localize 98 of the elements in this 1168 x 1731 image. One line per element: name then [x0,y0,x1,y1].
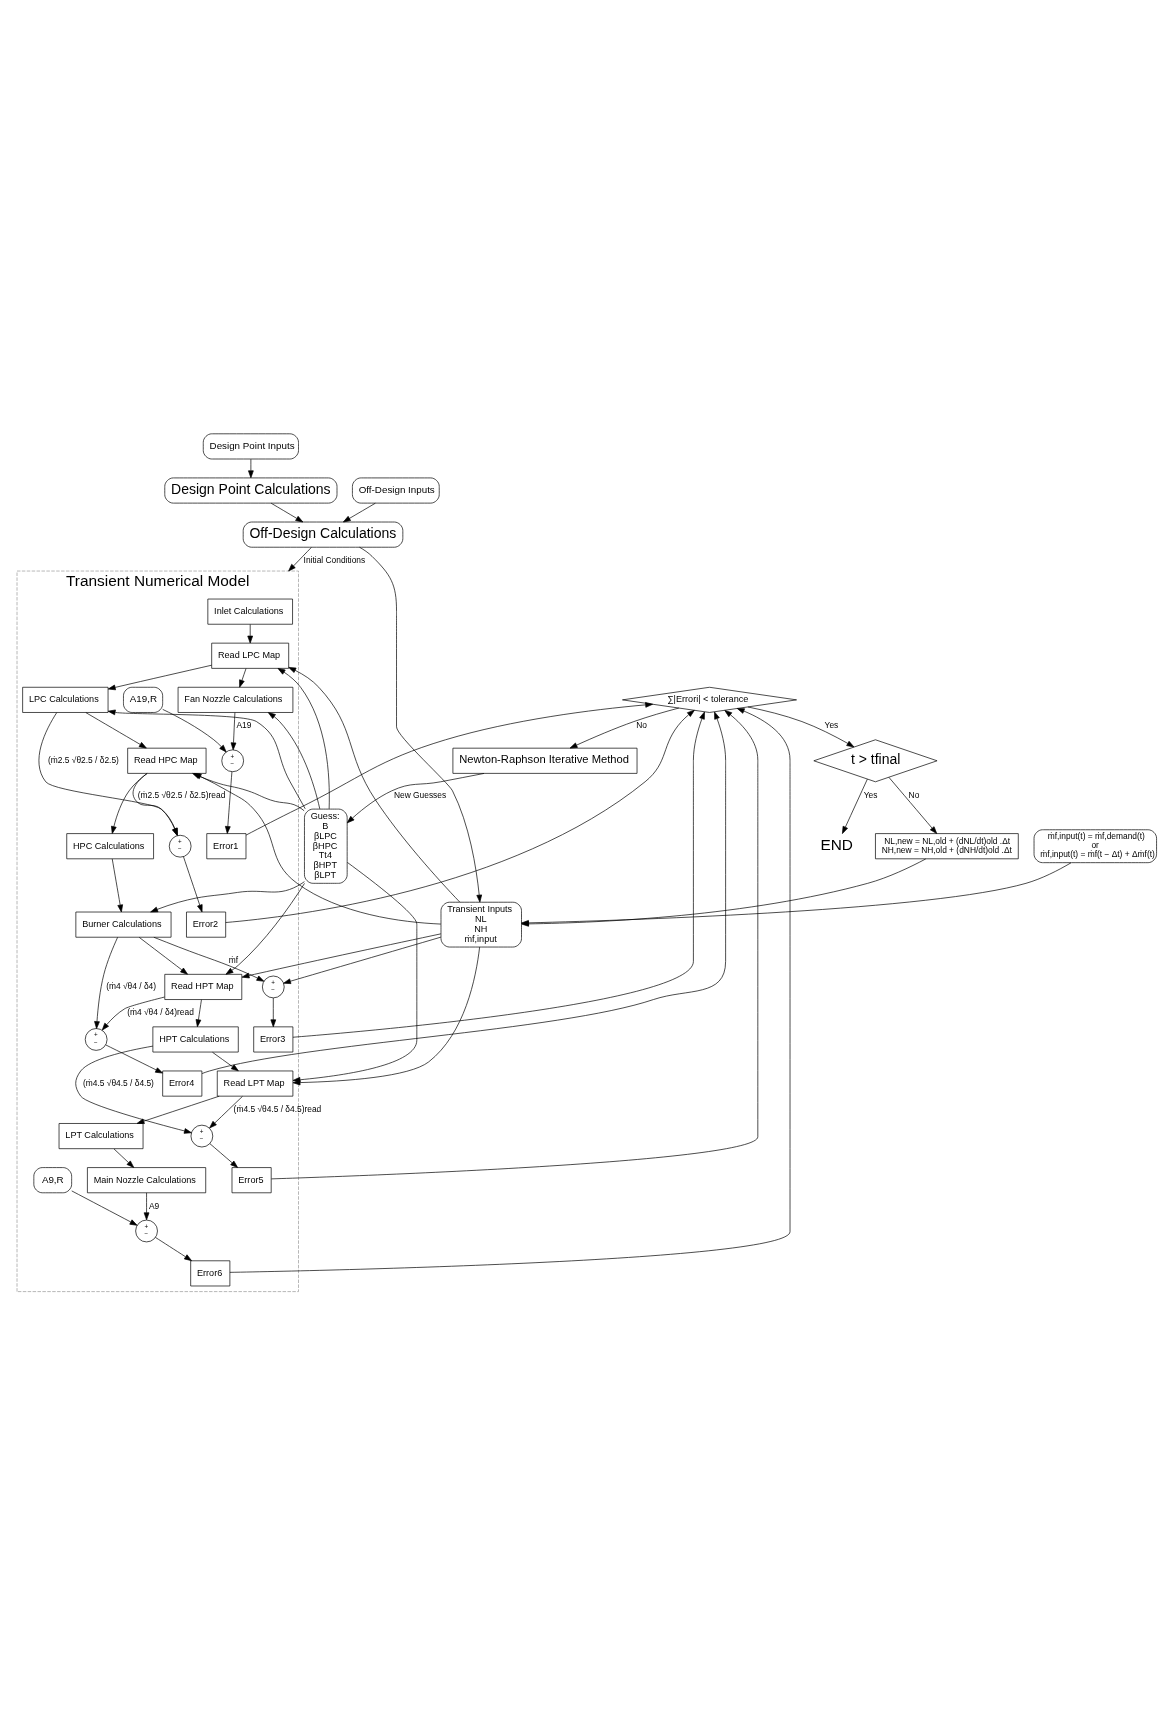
arrow [201,711,726,1074]
arrow [283,936,442,984]
arrow [569,707,680,749]
arrow [292,862,418,1083]
node-box: Design Point Calculations [164,477,338,504]
node-box: Inlet Calculations [207,598,293,625]
arrow [842,778,868,834]
arrow [288,667,461,903]
node-box: Burner Calculations [75,911,172,938]
arrow [71,1190,138,1226]
node-box: ṁf,input(t) = ṁf,demand(t) or ṁf,input(t) = ṁf(t − Δt) + Δṁf(t) [1033,829,1157,863]
edge-label: A19 [236,720,252,731]
node-box: A19,R [123,686,163,713]
node-box: Fan Nozzle Calculations [177,686,294,713]
edge-label: Yes [824,720,839,731]
node-box: Main Nozzle Calculations [87,1167,207,1194]
node-box: Error1 [206,833,247,860]
arrow [292,946,480,1086]
arrow [277,668,330,810]
node-text: END [820,836,853,854]
arrow [75,1045,192,1134]
node-box: A9,R [33,1167,72,1194]
node-box: Read HPT Map [164,974,243,1000]
node-box: Error4 [162,1070,203,1097]
node-box: Transient Inputs NL NH ṁf,input [440,901,522,948]
arrow [105,1044,163,1074]
edge-label: No [908,789,920,800]
node-box: Error5 [231,1167,272,1194]
arrow [38,712,178,836]
arrow [359,546,482,903]
arrow [85,712,147,749]
arrow [342,502,376,523]
edge-label: (ṁ2.5 √θ2.5 / δ2.5)read [137,789,226,800]
arrow [111,773,148,834]
arrow [225,709,695,923]
arrow [101,996,165,1031]
node-box: Newton-Raphson Iterative Method [452,747,638,774]
arrow [247,624,253,644]
arrow [270,997,277,1028]
arrow [267,712,321,810]
arrow [288,547,312,572]
arrow [292,711,705,1038]
arrow [888,776,938,834]
edge-label: (ṁ2.5 √θ2.5 / δ2.5) [48,754,119,765]
arrow [143,1192,150,1221]
arrow [271,710,759,1180]
node-box: Design Point Inputs [202,433,299,460]
node-box: Off-Design Calculations [242,521,404,548]
node-box: Read LPC Map [211,642,290,669]
arrow [225,883,305,975]
arrow [270,502,304,523]
arrow [138,937,188,975]
arrow [94,936,118,1029]
node-box: LPT Calculations [58,1123,144,1150]
arrow [212,1051,239,1072]
arrow [241,933,442,979]
arrow [230,712,237,751]
edge-label: (ṁ4 √θ4 / δ4) [106,981,157,992]
arrow [150,881,305,913]
node-box: Off-Design Inputs [352,477,440,504]
arrow [155,1237,192,1261]
edge-label: Yes [863,789,878,800]
arrow [162,709,227,753]
arrow [239,668,247,688]
node-box: Error2 [186,911,227,938]
node-box: Read LPT Map [216,1070,294,1097]
edge-label: ṁf [228,954,239,965]
edge-label: (ṁ4 √θ4 / δ4)read [127,1007,194,1018]
arrow [245,702,653,836]
node-box: Error3 [253,1026,294,1053]
node-box: HPC Calculations [66,833,154,860]
arrow [248,458,254,479]
arrow [747,706,855,748]
node-box: HPT Calculations [152,1026,239,1053]
node-box: Read HPC Map [127,747,207,774]
arrow [136,1095,220,1124]
arrow [107,709,306,810]
edge-label: Initial Conditions [303,555,366,566]
arrow [346,773,485,824]
node-box: Guess: B βLPC βHPC Tt4 βHPT βLPT [304,808,348,884]
arrow [195,999,202,1028]
arrow [209,1143,238,1168]
node-box: Error6 [190,1260,231,1287]
arrow [113,1148,135,1168]
arrow [183,856,203,913]
arrow [153,936,265,982]
edge-label: (ṁ4.5 √θ4.5 / δ4.5)read [233,1103,322,1114]
edge-label: New Guesses [393,789,447,800]
node-box: LPC Calculations [22,686,109,713]
edge-label: No [636,720,647,731]
arrow [225,771,233,834]
arrow [107,664,212,691]
arrow [111,858,123,913]
arrow [209,1096,243,1129]
edge-label: A9 [148,1200,160,1211]
edge-label: (ṁ4.5 √θ4.5 / δ4.5) [83,1077,154,1088]
node-box: NL,new = NL,old + (dNL/dt)old .Δt NH,new = NH,old + (dNH/dt)old .Δt [875,833,1019,860]
arrow [229,708,791,1273]
